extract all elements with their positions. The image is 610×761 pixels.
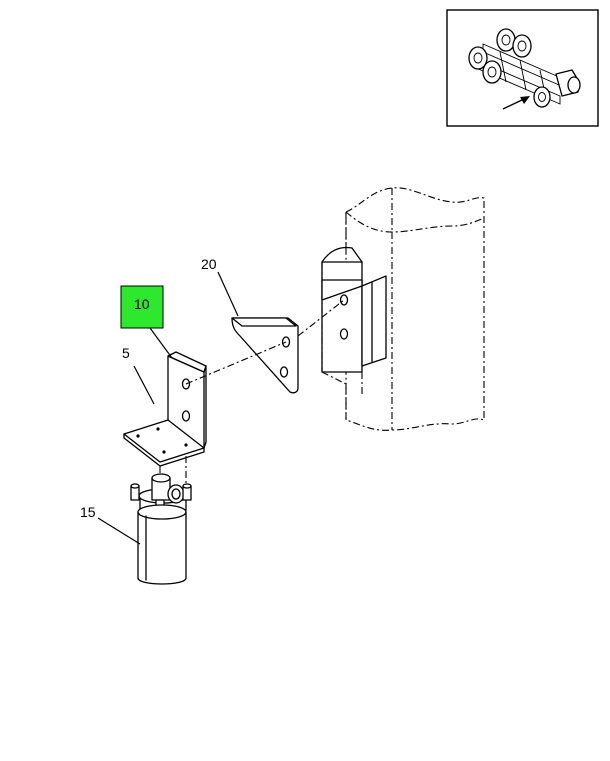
- truck-chassis-locator-icon: [468, 28, 581, 110]
- callout-10-highlight: [120, 285, 164, 329]
- frame-rail: [321, 187, 485, 431]
- callout-10-label: 10: [134, 296, 150, 312]
- callout-20[interactable]: 20: [201, 256, 217, 272]
- leader-lines: [97, 271, 239, 545]
- callout-15-label: 15: [80, 504, 96, 520]
- callout-20-label: 20: [201, 256, 217, 272]
- callout-10[interactable]: 10: [120, 285, 164, 329]
- locator-inset: [446, 9, 599, 127]
- callout-15[interactable]: 15: [80, 504, 96, 520]
- callout-5-label: 5: [122, 345, 130, 361]
- bracket-part-20: [231, 317, 299, 394]
- filter-part-15: [130, 473, 192, 585]
- callout-5[interactable]: 5: [122, 345, 130, 361]
